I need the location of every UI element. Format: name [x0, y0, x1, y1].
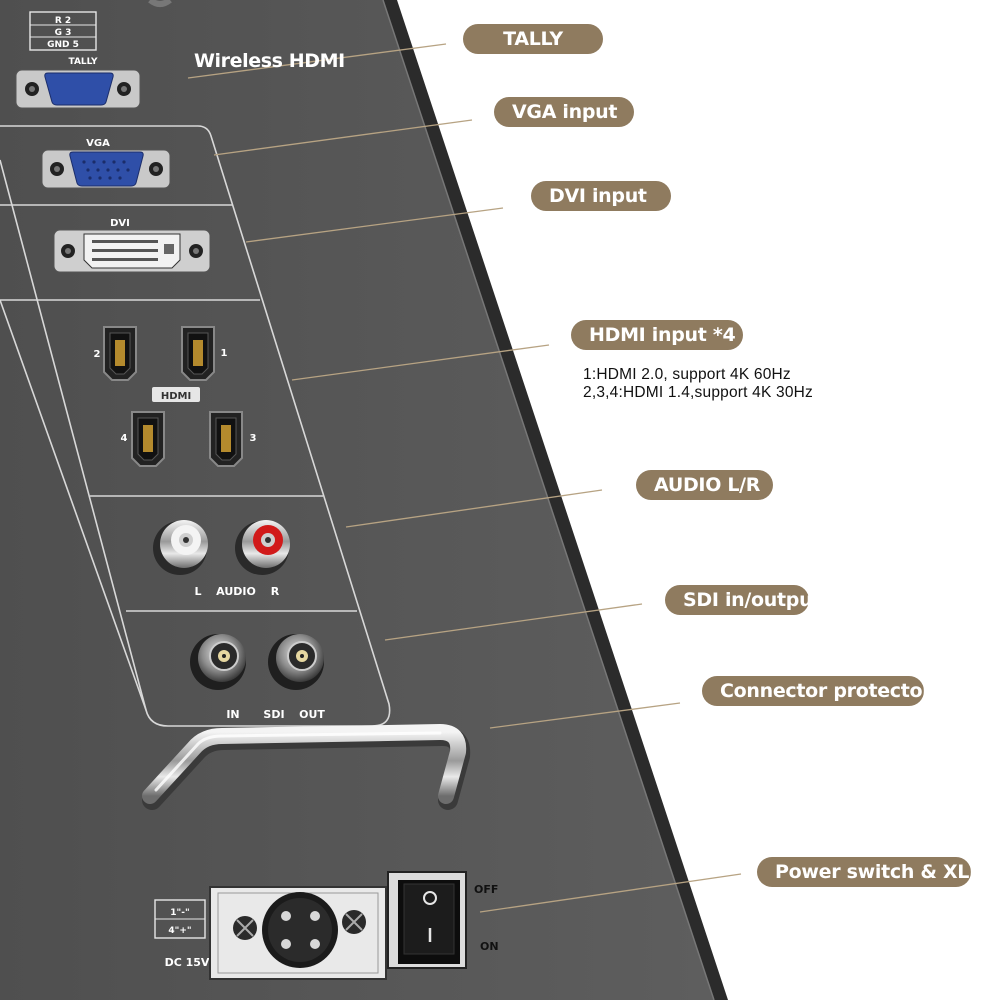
callout-vga-input: VGA input — [494, 97, 634, 127]
rca-jack-icon — [235, 520, 290, 575]
audio-label: AUDIO — [216, 585, 256, 598]
audio-right-label: R — [271, 585, 280, 598]
hdmi-port-number: 4 — [121, 433, 128, 444]
switch-off-label: OFF — [474, 883, 498, 896]
callout-dvi-input: DVI input — [531, 181, 671, 211]
hdmi-port-icon — [131, 411, 165, 467]
dvi-connector-icon — [53, 229, 211, 273]
hdmi-note-line-1: 1:HDMI 2.0, support 4K 60Hz — [583, 366, 791, 383]
callout-power-switch-xlr: Power switch & XLR — [757, 857, 984, 887]
sdi-in-label: IN — [226, 708, 239, 721]
connector-section-outline — [0, 125, 391, 727]
hdmi-port-icon — [181, 326, 215, 381]
hdmi-section-label: HDMI — [161, 391, 191, 402]
callout-audio: AUDIO L/R — [636, 470, 773, 500]
vga-connector-icon — [41, 149, 171, 189]
hdmi-note: 1:HDMI 2.0, support 4K 60Hz 2,3,4:HDMI 1… — [583, 366, 813, 402]
hdmi-port-number: 3 — [250, 433, 257, 444]
switch-on-label: ON — [480, 940, 499, 953]
callout-sdi: SDI in/output — [665, 585, 821, 615]
bnc-connector-icon — [268, 634, 324, 690]
tally-pin-2: G 3 — [55, 28, 72, 38]
dc-voltage-label: DC 15V — [165, 956, 210, 969]
hdmi-note-line-2: 2,3,4:HDMI 1.4,support 4K 30Hz — [583, 384, 814, 401]
audio-left-label: L — [194, 585, 201, 598]
sdi-label: SDI — [263, 708, 284, 721]
tally-pin-3: GND 5 — [47, 40, 79, 50]
hdmi-port-number: 2 — [94, 349, 101, 360]
vga-connector-icon — [15, 69, 141, 109]
callout-tally: TALLY — [463, 24, 603, 54]
bnc-connector-icon — [190, 634, 246, 690]
hdmi-port-number: 1 — [221, 348, 228, 359]
xlr-connector-icon — [209, 886, 387, 980]
dc-pin-1: 1"-" — [170, 908, 189, 918]
dc-pin-4: 4"+" — [168, 926, 191, 936]
sdi-out-label: OUT — [299, 708, 325, 721]
tally-pin-1: R 2 — [55, 16, 71, 26]
handle-icon — [142, 724, 471, 810]
tally-pin-box — [29, 11, 97, 51]
callout-hdmi-input: HDMI input *4 — [571, 320, 743, 350]
rca-jack-icon — [153, 520, 208, 575]
rocker-switch-icon — [387, 871, 467, 969]
vga-port-label: VGA — [86, 138, 110, 149]
callout-connector-protector: Connector protector — [702, 676, 932, 706]
leader-lines — [187, 43, 742, 913]
hdmi-port-icon — [103, 326, 137, 381]
wireless-hdmi-label: Wireless HDMI — [194, 50, 345, 72]
hdmi-port-icon — [209, 411, 243, 467]
tally-port-label: TALLY — [69, 57, 98, 67]
hdmi-section-badge — [152, 387, 200, 402]
dvi-port-label: DVI — [110, 218, 130, 229]
panel-edge — [383, 0, 728, 1000]
